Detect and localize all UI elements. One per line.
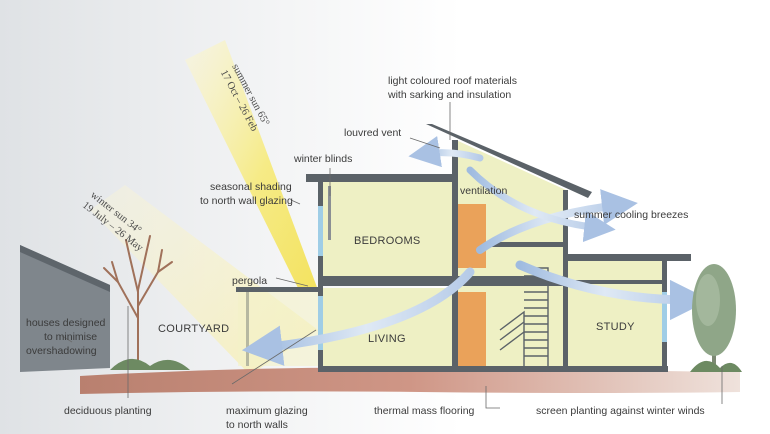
raked-roof (426, 124, 592, 198)
shrub (110, 358, 190, 370)
thermal-mass-label: thermal mass flooring (374, 405, 475, 417)
tree-icon (690, 264, 742, 372)
tree-icon (103, 235, 173, 369)
deciduous-label: deciduous planting (64, 405, 152, 417)
pergola-label: pergola (232, 275, 267, 287)
lower-door (458, 292, 486, 368)
houses-label-1: houses designed (26, 317, 106, 329)
courtyard-label: COURTYARD (158, 323, 229, 335)
seasonal-shading-label-1: seasonal shading (210, 181, 292, 193)
pergola (236, 287, 322, 292)
roof-label-1: light coloured roof materials (388, 75, 517, 87)
seasonal-shading-label-2: to north wall glazing (200, 195, 293, 207)
houses-label-3: overshadowing (26, 345, 97, 357)
ground (80, 367, 740, 394)
courtyard-area (238, 292, 320, 366)
airflow-arrow-icon (476, 189, 638, 254)
upper-roof (306, 174, 456, 182)
summer-sun-beam (185, 40, 318, 292)
louvred-vent-label: louvred vent (344, 127, 401, 139)
study-room (566, 261, 664, 368)
bedrooms-label: BEDROOMS (354, 235, 421, 247)
study-roof (563, 254, 691, 261)
airflow-arrow-icon (408, 136, 484, 168)
living-label: LIVING (368, 333, 406, 345)
screen-planting-label: screen planting against winter winds (536, 405, 705, 417)
winter-blinds-label: winter blinds (293, 153, 352, 165)
houses-label-2: to minimise (44, 331, 97, 343)
north-glazing (318, 206, 667, 350)
summer-cooling-label: summer cooling breezes (574, 209, 688, 221)
airflow-arrow-icon (241, 267, 475, 366)
max-glazing-label-2: to north walls (226, 419, 288, 431)
leader-lines (61, 102, 723, 409)
bedrooms-room (322, 182, 456, 276)
winter-blind (328, 186, 331, 240)
airflow-arrow-icon (515, 260, 711, 321)
study-label: STUDY (596, 321, 635, 333)
roof-label-2: with sarking and insulation (387, 89, 511, 101)
max-glazing-label-1: maximum glazing (226, 405, 308, 417)
upper-door (458, 204, 486, 268)
airflow-arrows (241, 136, 711, 366)
airflow-arrow-icon (466, 166, 616, 243)
ventilation-label: ventilation (460, 185, 507, 197)
